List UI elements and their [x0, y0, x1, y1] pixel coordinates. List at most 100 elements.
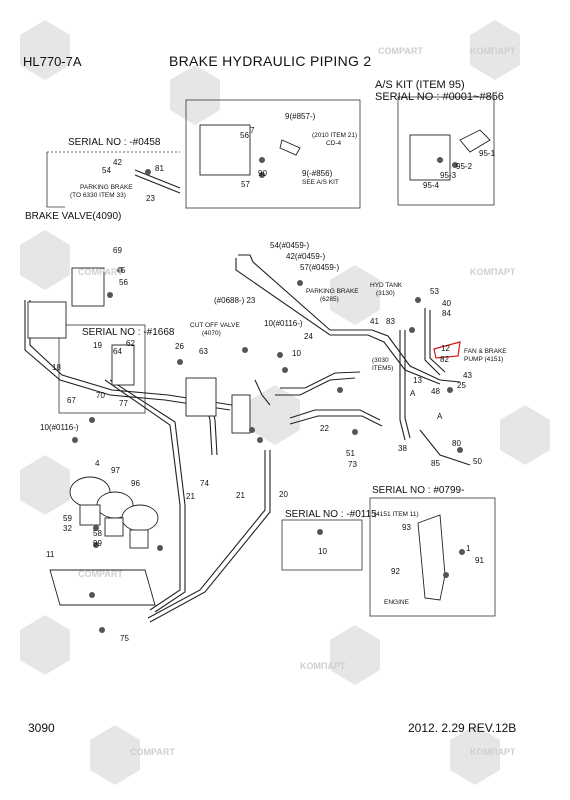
- cut-off-valve-ref: (4070): [202, 330, 221, 337]
- part-number: 26: [175, 342, 184, 351]
- item-ref-label: SEE A/S KIT: [302, 179, 339, 186]
- parking-brake-label: PARKING BRAKE: [306, 288, 359, 295]
- components: [27, 124, 491, 606]
- part-number: 77: [119, 399, 128, 408]
- part-number: 96: [131, 479, 140, 488]
- part-number: 10: [292, 349, 301, 358]
- part-number: 24: [304, 332, 313, 341]
- part-number: 19: [93, 341, 102, 350]
- part-number: 95-4: [423, 181, 440, 190]
- part-number: 32: [63, 524, 72, 533]
- part-number: 80: [452, 439, 461, 448]
- cut-off-valve-label: CUT OFF VALVE: [190, 322, 240, 329]
- part-number: 99: [93, 539, 102, 548]
- serial-label: SERIAL NO : #0799-: [372, 485, 465, 496]
- part-number: 56: [240, 131, 249, 140]
- part-number: 74: [200, 479, 209, 488]
- brake-valve-label: BRAKE VALVE(4090): [25, 211, 122, 222]
- item-label: (#0688-) 23: [214, 296, 256, 305]
- parking-brake-ref: (6285): [320, 296, 339, 303]
- part-number: 67: [67, 396, 76, 405]
- part-number: 57: [241, 180, 250, 189]
- part-number: 21: [186, 492, 195, 501]
- part-number: 12: [441, 344, 450, 353]
- kit-serial: SERIAL NO : #0001~#856: [375, 91, 504, 103]
- page-title: BRAKE HYDRAULIC PIPING 2: [169, 53, 372, 69]
- part-number: 63: [199, 347, 208, 356]
- kit-title: A/S KIT (ITEM 95): [375, 79, 465, 91]
- watermark-text: COMPART: [78, 569, 123, 579]
- part-number: 59: [63, 514, 72, 523]
- pump-label: FAN & BRAKE: [464, 348, 507, 355]
- item-label: 57(#0459-): [300, 263, 340, 272]
- part-number: 41: [370, 317, 379, 326]
- part-number: 95-3: [440, 171, 457, 180]
- part-number: 91: [475, 556, 484, 565]
- part-number: 69: [113, 246, 122, 255]
- part-number: 1: [466, 544, 471, 553]
- part-number: 75: [120, 634, 129, 643]
- part-number: 18: [52, 363, 61, 372]
- part-number: 64: [113, 347, 122, 356]
- section-marker: A: [410, 389, 416, 398]
- part-number: 11: [46, 550, 55, 559]
- item-label: 9(-#856): [302, 169, 333, 178]
- part-number: 62: [126, 339, 135, 348]
- fittings: [72, 157, 465, 633]
- watermark-text: KOMПАРТ: [470, 46, 516, 56]
- page-number: 3090: [28, 721, 55, 735]
- part-number: 95-2: [456, 162, 473, 171]
- part-number: 13: [413, 376, 422, 385]
- serial-label: SERIAL NO : -#0458: [68, 137, 161, 148]
- part-number: 97: [111, 466, 120, 475]
- part-number: 92: [391, 567, 400, 576]
- part-number: 38: [398, 444, 407, 453]
- part-number: 90: [258, 169, 267, 178]
- part-number: 50: [473, 457, 482, 466]
- part-number: 5: [121, 266, 126, 275]
- part-number: 53: [430, 287, 439, 296]
- part-number: 54: [102, 166, 111, 175]
- section-marker: A: [437, 412, 443, 421]
- watermark-text: COMPART: [78, 267, 123, 277]
- part-number: 48: [431, 387, 440, 396]
- item-label: 10(#0116-): [264, 319, 303, 328]
- pump-ref: PUMP (4151): [464, 356, 504, 363]
- part-number: 95-1: [479, 149, 496, 158]
- hyd-tank-ref: (3130): [376, 290, 395, 297]
- watermark-text: KOMПАРТ: [300, 661, 346, 671]
- part-number: 21: [236, 491, 245, 500]
- part-number: 40: [442, 299, 451, 308]
- part-number: 83: [386, 317, 395, 326]
- watermark-text: COMPART: [130, 747, 175, 757]
- part-number: 23: [146, 194, 155, 203]
- item-ref-label: (3030: [372, 357, 389, 364]
- part-number: 81: [155, 164, 164, 173]
- hydraulic-pipes: [24, 169, 471, 623]
- part-number: 84: [442, 309, 451, 318]
- item-ref-label: (4151 ITEM 11): [374, 511, 419, 518]
- watermark-text: KOMПАРТ: [470, 747, 516, 757]
- item-label: 9(#857-): [285, 112, 316, 121]
- part-number: 93: [402, 523, 411, 532]
- part-number: 4: [95, 459, 100, 468]
- part-number: 56: [119, 278, 128, 287]
- part-number: 42: [113, 158, 122, 167]
- item-label: 54(#0459-): [270, 241, 310, 250]
- watermark-text: COMPART: [378, 46, 423, 56]
- highlight-item-12: [433, 341, 461, 359]
- model-label: HL770-7A: [23, 54, 82, 69]
- watermark-text: KOMПАРТ: [470, 267, 516, 277]
- part-number: 10: [318, 547, 327, 556]
- part-number: 43: [463, 371, 472, 380]
- part-number: 58: [93, 529, 102, 538]
- serial-label: SERIAL NO : -#0115: [285, 509, 377, 520]
- item-label: 42(#0459-): [286, 252, 326, 261]
- serial-label: SERIAL NO : -#1668: [82, 327, 175, 338]
- parking-brake-ref: (TO 6330 ITEM 33): [70, 192, 126, 199]
- parking-brake-label: PARKING BRAKE: [80, 184, 133, 191]
- section-frames: [46, 96, 496, 617]
- part-number: 20: [279, 490, 288, 499]
